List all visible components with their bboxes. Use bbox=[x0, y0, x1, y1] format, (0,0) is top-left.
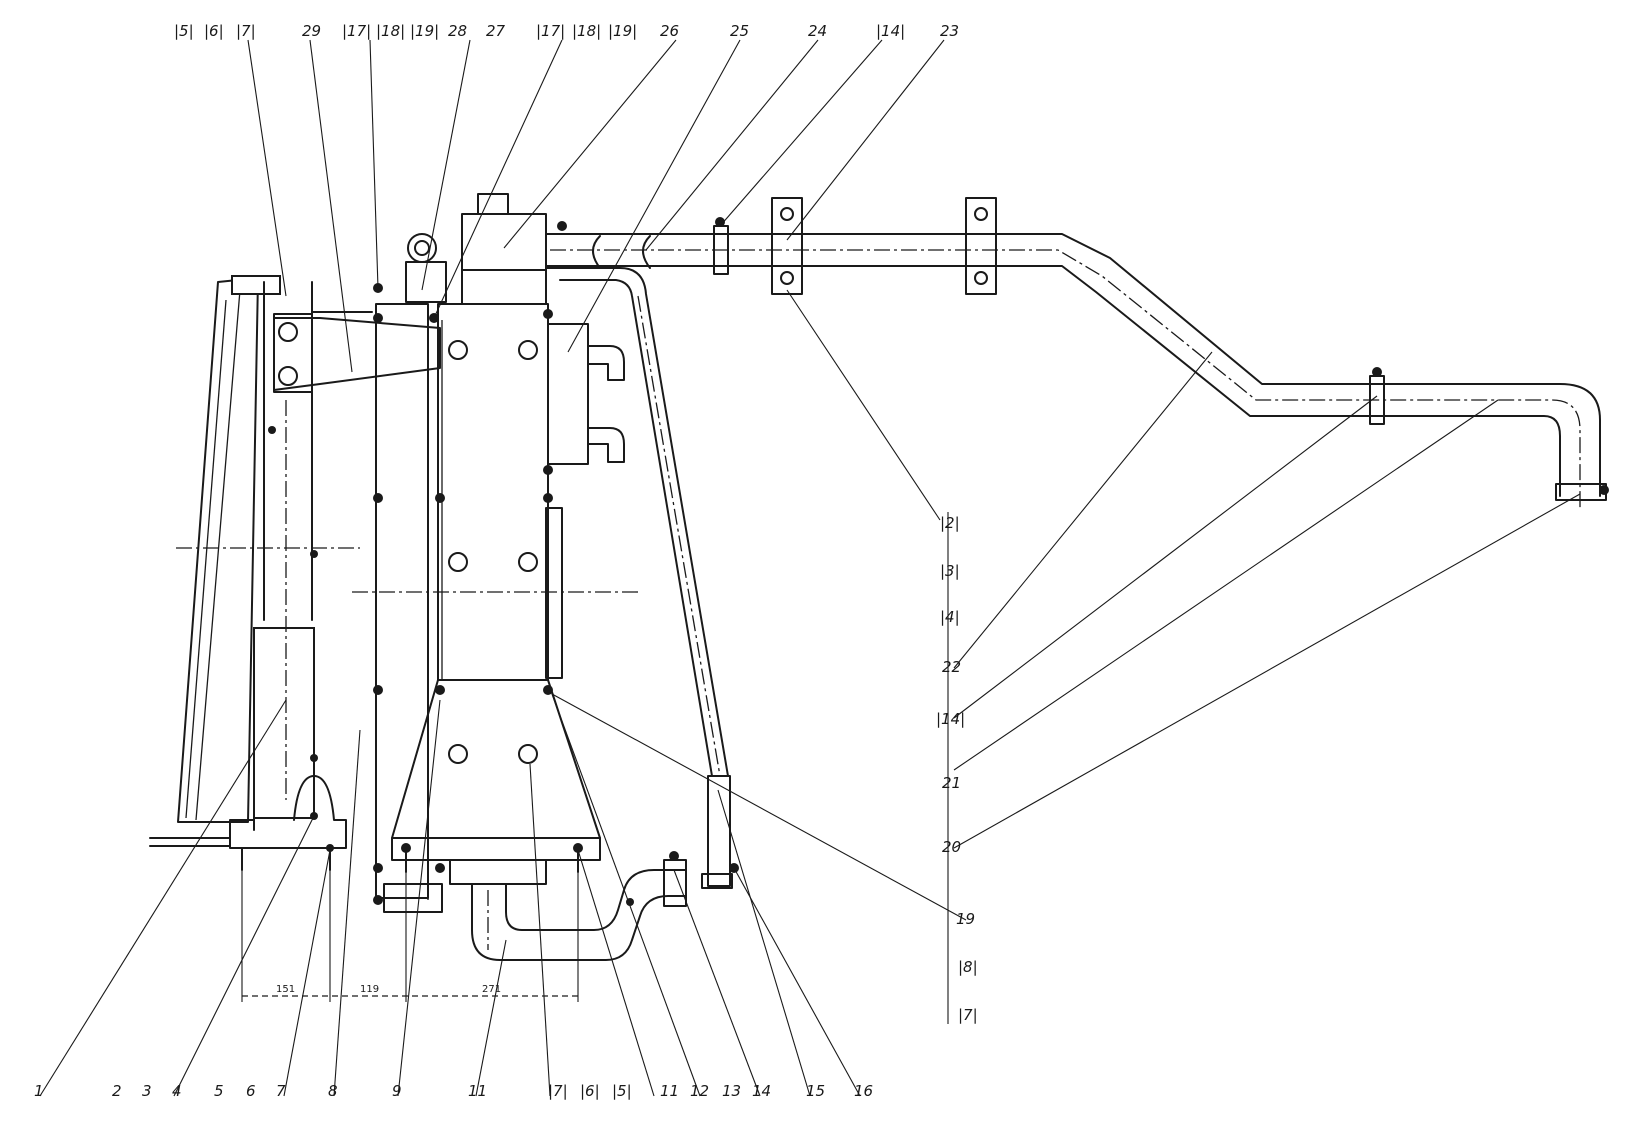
callout-top-6: |6| bbox=[204, 22, 224, 40]
callout-bottom-5b: |5| bbox=[612, 1082, 632, 1100]
upper-pipe bbox=[545, 197, 1609, 510]
callouts-bottom: 1 2 3 4 5 6 7 8 9 11 |7| |6| |5| 11 12 1… bbox=[34, 1082, 873, 1100]
callout-bottom-6b: |6| bbox=[580, 1082, 600, 1100]
callout-right-19: 19 bbox=[956, 910, 975, 928]
callout-top-19b: |19| bbox=[608, 22, 637, 40]
callout-bottom-9: 9 bbox=[392, 1082, 402, 1100]
callout-bottom-8: 8 bbox=[328, 1082, 338, 1100]
callouts-right: |2| |3| |4| 22 |14| 21 20 19 |8| |7| bbox=[936, 514, 978, 1024]
main-tank bbox=[373, 303, 601, 913]
callout-top-18b: |18| bbox=[572, 22, 601, 40]
callout-right-20: 20 bbox=[942, 838, 961, 856]
callout-top-5: |5| bbox=[174, 22, 194, 40]
callout-bottom-1: 1 bbox=[34, 1082, 44, 1100]
callout-bottom-15: 15 bbox=[806, 1082, 825, 1100]
callout-bottom-13: 13 bbox=[722, 1082, 741, 1100]
callout-top-14: |14| bbox=[876, 22, 905, 40]
callout-top-25: 25 bbox=[730, 22, 749, 40]
callout-top-7: |7| bbox=[236, 22, 256, 40]
callout-bottom-2: 2 bbox=[112, 1082, 122, 1100]
callout-top-23: 23 bbox=[940, 22, 959, 40]
callout-bottom-6: 6 bbox=[246, 1082, 256, 1100]
callout-top-28: 28 bbox=[448, 22, 467, 40]
callout-top-29: 29 bbox=[302, 22, 321, 40]
centerlines bbox=[176, 400, 640, 800]
down-pipe bbox=[545, 267, 739, 889]
callout-bottom-7b: |7| bbox=[548, 1082, 568, 1100]
bracket-arm bbox=[273, 311, 441, 393]
callout-bottom-14: 14 bbox=[752, 1082, 771, 1100]
side-box bbox=[545, 323, 625, 679]
callout-right-17: |7| bbox=[958, 1006, 978, 1024]
callout-bottom-11a: 11 bbox=[468, 1082, 487, 1100]
callout-top-27: 27 bbox=[486, 22, 506, 40]
header-tank bbox=[373, 193, 547, 323]
callout-bottom-4: 4 bbox=[172, 1082, 182, 1100]
radiator-panel bbox=[177, 275, 281, 823]
dimension-119: 119 bbox=[360, 984, 379, 995]
callout-bottom-5: 5 bbox=[214, 1082, 224, 1100]
callout-right-21: 21 bbox=[942, 774, 961, 792]
dimension-151: 151 bbox=[276, 984, 295, 995]
callout-bottom-16: 16 bbox=[854, 1082, 873, 1100]
callouts-top: |5| |6| |7| 29 |17| |18| |19| 28 27 |17|… bbox=[174, 22, 959, 40]
callout-right-4: |4| bbox=[940, 608, 960, 626]
leader-lines bbox=[39, 39, 1581, 1097]
callout-right-14: |14| bbox=[936, 710, 965, 728]
callout-top-17a: |17| bbox=[342, 22, 371, 40]
callout-top-18a: |18| bbox=[376, 22, 405, 40]
dimension-271: 271 bbox=[482, 984, 501, 995]
callout-top-24: 24 bbox=[808, 22, 827, 40]
dimensions: 151 119 271 bbox=[241, 870, 579, 1002]
callout-top-17b: |17| bbox=[536, 22, 565, 40]
callout-bottom-12: 12 bbox=[690, 1082, 709, 1100]
support-post bbox=[149, 281, 347, 871]
callout-bottom-7: 7 bbox=[276, 1082, 286, 1100]
callout-top-26: 26 bbox=[660, 22, 679, 40]
callout-bottom-11b: 11 bbox=[660, 1082, 679, 1100]
callout-bottom-3: 3 bbox=[142, 1082, 152, 1100]
callout-right-18: |8| bbox=[958, 958, 978, 976]
callout-right-2: |2| bbox=[940, 514, 960, 532]
callout-top-19a: |19| bbox=[410, 22, 439, 40]
callout-right-22: 22 bbox=[942, 658, 961, 676]
callout-right-3: |3| bbox=[940, 562, 960, 580]
